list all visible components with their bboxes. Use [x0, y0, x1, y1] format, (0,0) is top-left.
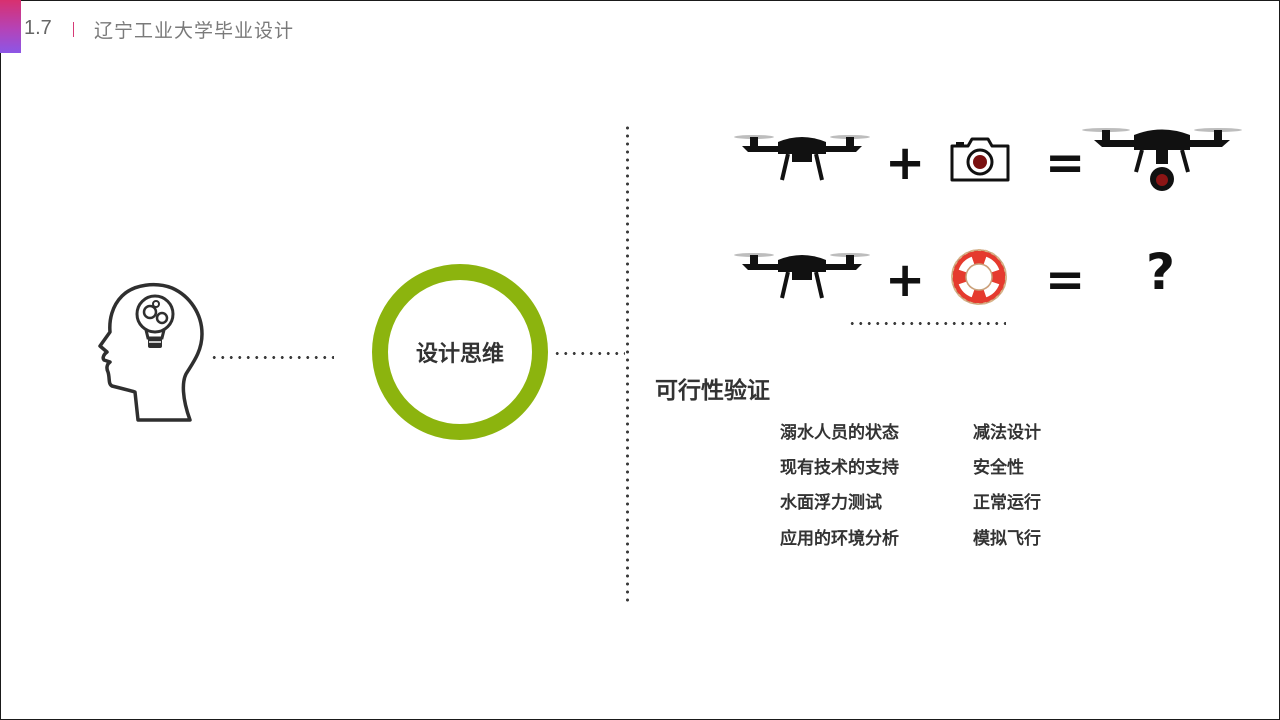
design-thinking-ring: 设计思维 [372, 264, 548, 440]
dotted-underline [848, 322, 1006, 325]
ring-label: 设计思维 [415, 342, 504, 367]
plus-operator-2: + [885, 252, 926, 308]
list-item: 减法设计 [973, 423, 1041, 443]
list-item: 正常运行 [973, 493, 1041, 513]
camera-icon [950, 137, 1010, 182]
dotted-connector-left [210, 356, 334, 359]
plus-operator-1: + [885, 135, 926, 191]
drone-with-camera-icon [1082, 128, 1242, 191]
list-item: 现有技术的支持 [780, 458, 899, 478]
list-item: 安全性 [973, 458, 1024, 478]
header-accent-bar [0, 0, 21, 53]
drone-icon [734, 253, 870, 299]
dotted-connector-right [553, 352, 625, 355]
unknown-result: ? [1146, 243, 1176, 301]
section-number: 1.7 [24, 17, 52, 39]
list-item: 水面浮力测试 [780, 493, 882, 513]
equals-operator-1: = [1045, 135, 1086, 191]
list-item: 模拟飞行 [973, 529, 1041, 549]
equals-operator-2: = [1045, 252, 1086, 308]
list-item: 应用的环境分析 [780, 529, 899, 549]
list-item: 溺水人员的状态 [780, 423, 899, 443]
dotted-divider [626, 124, 629, 604]
feasibility-title: 可行性验证 [655, 378, 770, 404]
drone-icon [734, 135, 870, 181]
header-separator [73, 22, 74, 37]
head-bulb-icon [98, 282, 204, 422]
lifebuoy-icon [951, 249, 1007, 305]
header-title: 辽宁工业大学毕业设计 [94, 20, 295, 42]
